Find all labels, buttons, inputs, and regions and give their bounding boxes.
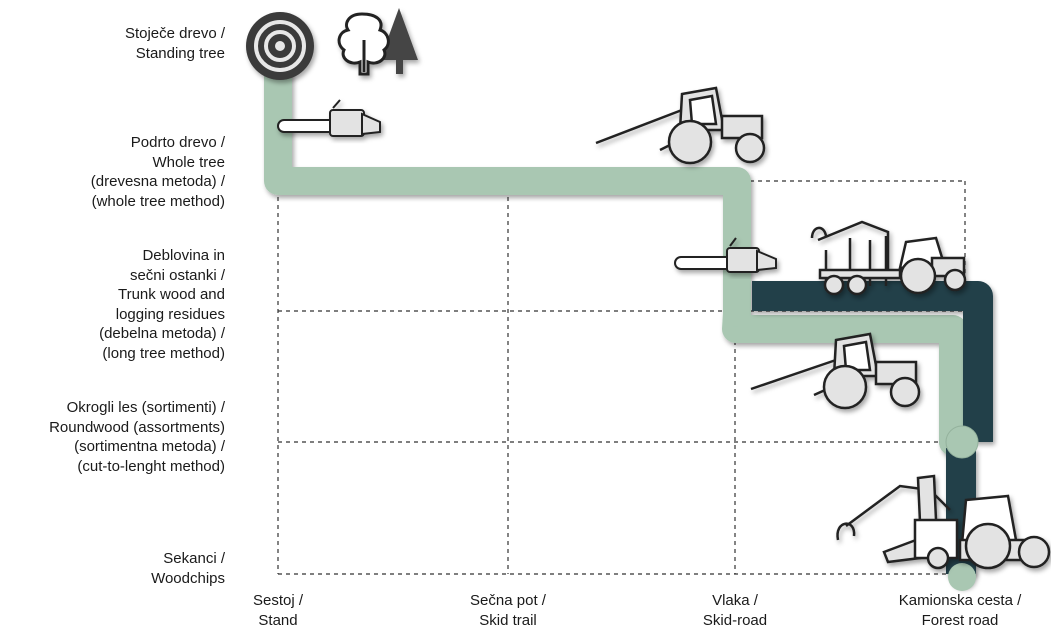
row-label-standing-tree: Stoječe drevo / Standing tree [125, 24, 225, 63]
col-label-line: Skid trail [479, 612, 537, 629]
forwarder-icon [810, 220, 967, 296]
row-label-line: (long tree method) [102, 344, 225, 362]
col-label-skid-trail: Sečna pot / Skid trail [470, 591, 546, 631]
col-label-line: Forest road [921, 612, 999, 629]
row-label-line: Roundwood (assortments) [49, 418, 225, 436]
col-label-line: Sestoj / [252, 592, 304, 609]
chipper-truck-icon [836, 474, 1051, 570]
col-label-line: Skid-road [702, 612, 768, 629]
light-path [264, 58, 975, 587]
row-label-whole-tree: Podrto drevo / Whole tree (drevesna meto… [91, 133, 225, 211]
row-label-woodchips: Sekanci / Woodchips [151, 549, 225, 588]
col-label-line: Sečna pot / [470, 592, 546, 609]
col-label-line: Stand [258, 612, 298, 629]
row-label-line: (drevesna metoda) / [90, 173, 225, 190]
row-label-line: Stoječe drevo / [124, 25, 225, 42]
row-label-line: Woodchips [151, 569, 225, 587]
row-label-roundwood: Okrogli les (sortimenti) / Roundwood (as… [49, 398, 225, 476]
path-node [723, 299, 751, 327]
skidder-tractor-icon [595, 86, 766, 165]
col-label-skid-road: Vlaka / Skid-road [703, 591, 767, 631]
row-label-line: Sekanci / [163, 550, 225, 567]
skidder-tractor-icon [750, 332, 921, 410]
row-label-line: Trunk wood and [117, 286, 225, 303]
path-node [945, 425, 979, 459]
row-label-line: Whole tree [152, 153, 225, 171]
col-label-line: Kamionska cesta / [898, 592, 1022, 609]
row-label-line: sečni ostanki / [129, 266, 225, 284]
col-label-forest-road: Kamionska cesta / Forest road [899, 591, 1022, 631]
row-label-line: (cut-to-lenght method) [77, 457, 225, 475]
row-label-line: Deblovina in [142, 247, 225, 264]
tree-stump-icon [246, 12, 314, 80]
row-label-line: Podrto drevo / [130, 134, 225, 151]
row-label-trunk-wood: Deblovina in sečni ostanki / Trunk wood … [99, 246, 225, 363]
dark-path-stroke [752, 281, 993, 442]
row-label-line: (whole tree method) [91, 192, 225, 210]
row-label-line: (sortimentna metoda) / [74, 438, 225, 455]
col-label-line: Vlaka / [712, 592, 758, 609]
chainsaw-icon [277, 99, 381, 137]
row-label-line: Okrogli les (sortimenti) / [66, 399, 225, 416]
col-label-stand: Sestoj / Stand [253, 591, 303, 631]
row-label-line: Standing tree [135, 44, 225, 62]
path-node [948, 563, 976, 591]
trees-icon [337, 8, 418, 76]
row-label-line: logging residues [115, 305, 225, 323]
row-label-line: (debelna metoda) / [99, 325, 225, 342]
chainsaw-icon [674, 237, 777, 273]
